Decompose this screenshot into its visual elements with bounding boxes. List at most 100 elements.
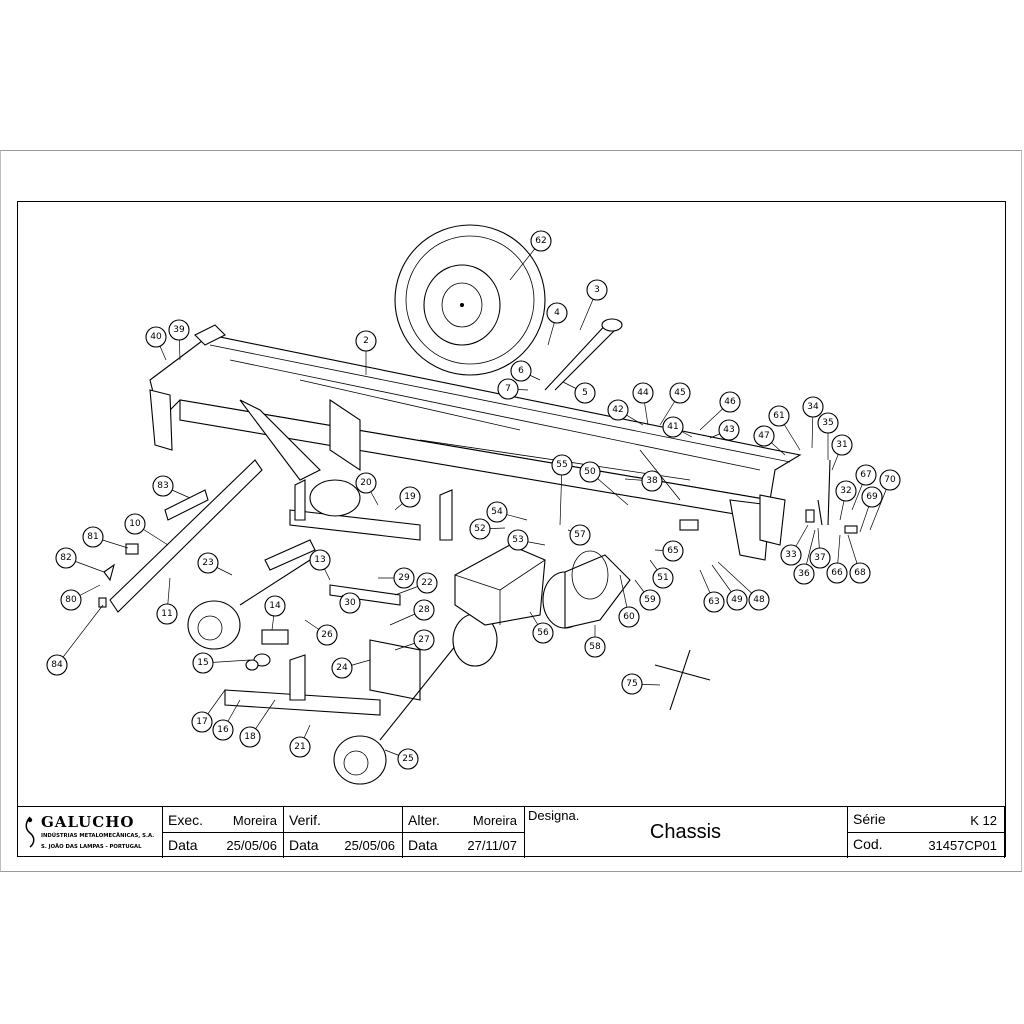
svg-text:63: 63 [708,597,719,607]
callout-21: 21 [289,736,311,758]
callout-5: 5 [574,382,596,404]
exec-date-label: Data [168,837,198,853]
callout-20: 20 [355,472,377,494]
callout-29: 29 [393,567,415,589]
callout-45: 45 [669,382,691,404]
callout-54: 54 [486,501,508,523]
svg-text:52: 52 [474,524,485,534]
svg-text:80: 80 [65,595,77,605]
axle-hub-assembly [187,559,498,785]
callout-53: 53 [507,529,529,551]
sheet-border [0,150,1022,872]
callout-25: 25 [397,748,419,770]
svg-text:2: 2 [363,336,369,346]
svg-text:59: 59 [644,595,656,605]
svg-text:43: 43 [723,425,734,435]
svg-text:15: 15 [197,658,208,668]
svg-text:26: 26 [321,630,333,640]
bracket-81 [125,543,139,555]
callout-4: 4 [546,302,568,324]
svg-text:16: 16 [217,725,229,735]
callout-31: 31 [831,434,853,456]
chassis-frame [149,324,802,561]
callout-68: 68 [849,562,871,584]
verif-label: Verif. [289,812,321,828]
svg-text:19: 19 [404,492,416,502]
svg-text:21: 21 [294,742,305,752]
svg-text:35: 35 [822,418,833,428]
callout-80: 80 [60,589,82,611]
svg-text:75: 75 [626,679,637,689]
callout-83: 83 [152,475,174,497]
alter-value: Moreira [472,813,517,828]
svg-text:83: 83 [157,481,168,491]
callout-24: 24 [331,657,353,679]
callout-52: 52 [469,518,491,540]
exec-label: Exec. [168,812,204,828]
callout-70: 70 [879,469,901,491]
svg-text:5: 5 [582,388,588,398]
svg-text:20: 20 [360,478,372,488]
callout-62: 62 [530,230,552,252]
suspension-assembly [224,479,453,716]
svg-text:81: 81 [87,532,98,542]
svg-text:29: 29 [398,573,410,583]
callout-61: 61 [768,405,790,427]
svg-text:28: 28 [418,605,430,615]
svg-text:50: 50 [584,467,596,477]
svg-text:82: 82 [60,553,71,563]
side-rail [109,459,263,613]
svg-text:41: 41 [667,422,678,432]
callout-48: 48 [748,589,770,611]
svg-text:36: 36 [798,569,810,579]
svg-text:7: 7 [505,384,511,394]
callout-51: 51 [652,567,674,589]
callout-36: 36 [793,563,815,585]
callout-37: 37 [809,547,831,569]
callout-17: 17 [191,711,213,733]
callout-58: 58 [584,636,606,658]
callout-82: 82 [55,547,77,569]
svg-text:70: 70 [884,475,896,485]
callout-46: 46 [719,391,741,413]
callout-2: 2 [355,330,377,352]
callout-26: 26 [316,624,338,646]
svg-text:53: 53 [512,535,523,545]
callout-6: 6 [510,360,532,382]
svg-text:55: 55 [556,460,567,470]
svg-text:13: 13 [314,555,325,565]
verif-date-label: Data [289,837,319,853]
exec-value: Moreira [232,813,277,828]
svg-text:6: 6 [518,366,524,376]
callout-22: 22 [416,572,438,594]
callout-3: 3 [586,279,608,301]
callout-27: 27 [413,629,435,651]
svg-text:51: 51 [657,573,668,583]
svg-text:3: 3 [594,285,600,295]
callout-7: 7 [497,378,519,400]
callout-38: 38 [641,470,663,492]
callout-34: 34 [802,396,824,418]
svg-text:30: 30 [344,598,356,608]
callout-59: 59 [639,589,661,611]
callout-63: 63 [703,591,725,613]
svg-text:34: 34 [807,402,819,412]
svg-text:23: 23 [202,558,213,568]
svg-text:32: 32 [840,486,851,496]
callout-67: 67 [855,464,877,486]
svg-text:67: 67 [860,470,871,480]
company-name: GALUCHO [41,813,135,831]
callout-15: 15 [192,652,214,674]
stabilizer [544,318,623,391]
callout-42: 42 [607,399,629,421]
cod-value: 31457CP01 [928,838,997,853]
callout-66: 66 [826,562,848,584]
company-line-2: S. JOÃO DAS LAMPAS - PORTUGAL [41,844,142,850]
callout-43: 43 [718,419,740,441]
callout-32: 32 [835,480,857,502]
svg-text:61: 61 [773,411,784,421]
callout-81: 81 [82,526,104,548]
company-line-1: INDÚSTRIAS METALOMECÂNICAS, S.A. [41,833,155,839]
